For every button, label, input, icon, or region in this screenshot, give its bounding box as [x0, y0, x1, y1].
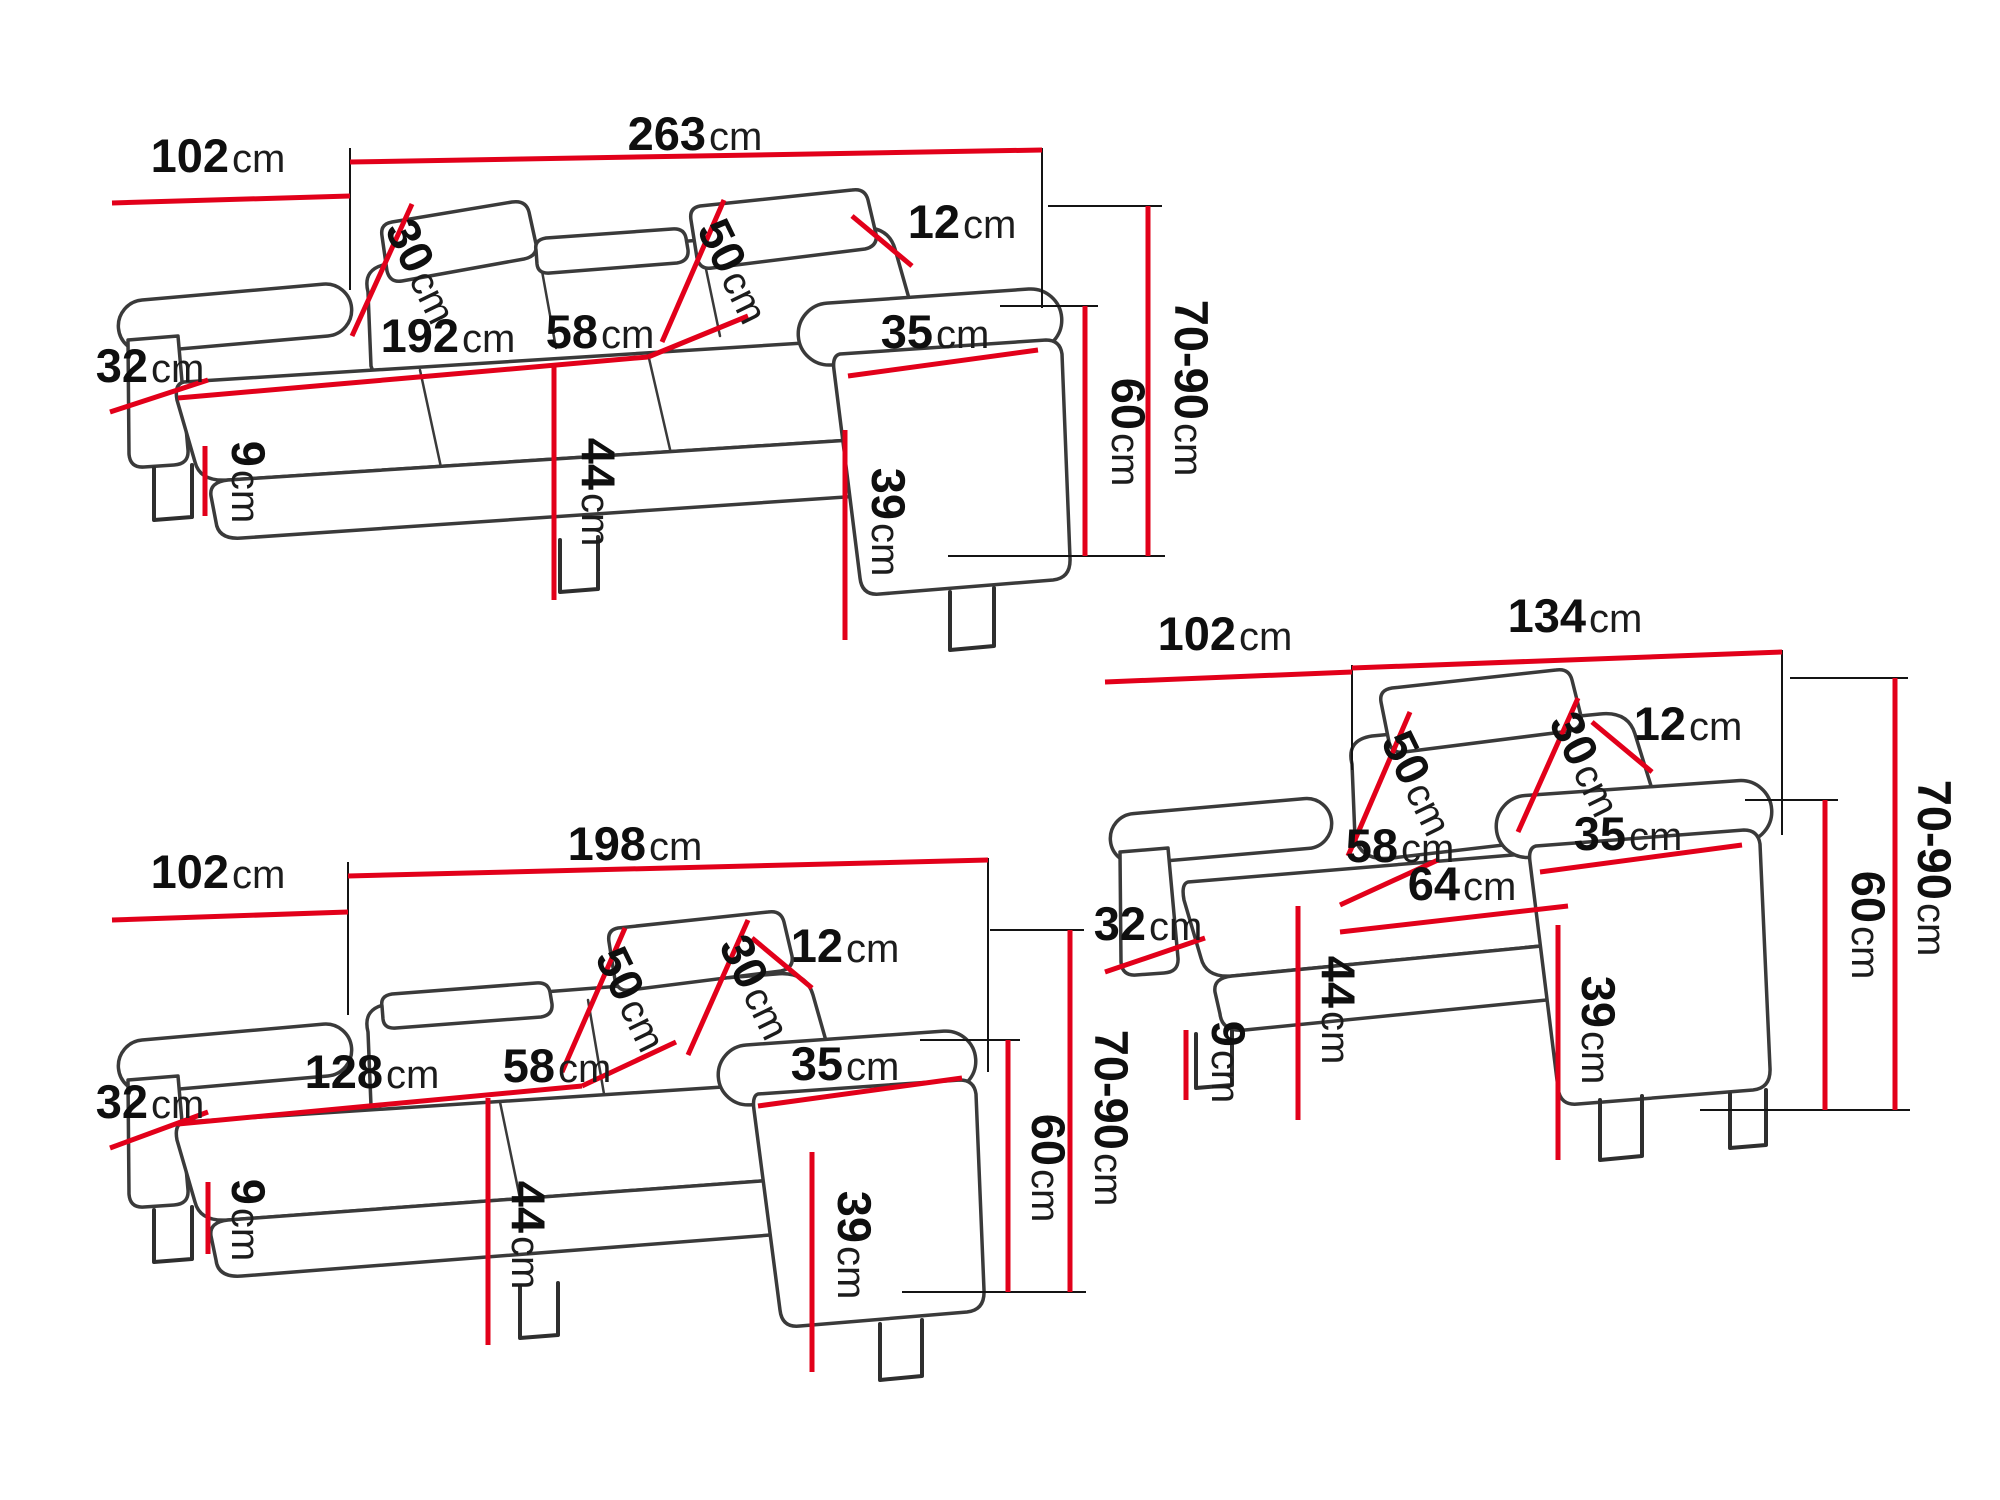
dim-line-sofa3-backrest-height — [659, 198, 727, 344]
dim-line-sofa3-armrest-width — [847, 347, 1039, 379]
sofa3-witness-lines — [349, 148, 1165, 557]
dim-label-armchair-seat-width: 64cm — [1408, 857, 1517, 910]
sofa3-dimension-lines — [109, 147, 1151, 640]
sofa2-headrest-right — [606, 909, 795, 993]
dim-line-armchair-armrest-depth — [1104, 935, 1206, 975]
dim-line-sofa2-headrest-thickness — [750, 936, 814, 990]
dim-label-sofa3-armrest-depth: 32cm — [96, 339, 205, 392]
dim-line-sofa2-width — [347, 857, 989, 879]
dim-label-sofa2-total-height: 70-90cm — [1085, 1030, 1138, 1207]
dim-line-sofa2-depth — [111, 909, 349, 923]
armchair-headrest — [1378, 667, 1584, 755]
dim-line-armchair-headrest-height — [1515, 696, 1581, 834]
dim-label-sofa2-seat-width: 128cm — [305, 1045, 440, 1098]
dim-label-armchair-leg-height: 9cm — [1202, 1021, 1255, 1103]
dim-label-sofa2-armrest-height: 39cm — [828, 1191, 881, 1300]
dim-line-sofa2-seat-depth — [580, 1039, 678, 1089]
dim-line-sofa3-headrest-height — [349, 202, 415, 338]
sofa3-leg-middle — [558, 535, 600, 594]
dim-label-sofa2-armrest-depth: 32cm — [96, 1075, 205, 1128]
dim-label-sofa3-armrest-width: 35cm — [881, 305, 990, 358]
dim-line-sofa3-width — [349, 147, 1043, 165]
sofa3-armrest-left-front — [126, 334, 190, 469]
dim-line-armchair-headrest-thickness — [1590, 720, 1654, 774]
sofa2-armrest-left-front — [126, 1074, 190, 1209]
dim-label-sofa2-leg-height: 9cm — [222, 1179, 275, 1261]
dim-label-sofa2-seat-depth: 58cm — [503, 1039, 612, 1092]
sofa3-leg-left — [152, 463, 194, 522]
sofa3-headrest-left — [379, 199, 538, 284]
dim-label-sofa2-width: 198cm — [568, 817, 703, 870]
armchair-drawing — [1108, 667, 1774, 1162]
dim-label-armchair-armrest-width: 35cm — [1574, 807, 1683, 860]
dim-label-sofa3-seat-depth: 58cm — [546, 305, 655, 358]
sofa3-headrest-middle-bar — [533, 227, 690, 275]
sofa2-dimension-lines — [109, 857, 1073, 1372]
dim-label-armchair-headrest-thickness: 12cm — [1634, 697, 1743, 750]
sofa3-seat-seam-left — [418, 368, 444, 474]
dim-label-armchair-armrest-height: 39cm — [1572, 976, 1625, 1085]
sofa3-drawing — [116, 187, 1072, 652]
dim-label-sofa3-seat-height: 44cm — [572, 438, 625, 547]
dim-line-sofa3-depth — [111, 193, 351, 206]
dim-label-sofa3-armrest-height: 39cm — [862, 468, 915, 577]
dim-label-sofa3-headrest-thickness: 12cm — [908, 195, 1017, 248]
dim-label-sofa2-arm-side-height: 60cm — [1022, 1114, 1075, 1223]
dim-line-armchair-depth — [1104, 669, 1353, 685]
dim-label-armchair-arm-side-height: 60cm — [1842, 871, 1895, 980]
dim-label-sofa3-total-height: 70-90cm — [1165, 300, 1218, 477]
dim-line-sofa2-armrest-width — [757, 1075, 963, 1109]
dim-label-sofa3-arm-side-height: 60cm — [1102, 378, 1155, 487]
dim-label-sofa2-seat-height: 44cm — [502, 1181, 555, 1290]
sofa2-seat-seam — [498, 1100, 524, 1210]
armchair-armrest-right-side — [1527, 828, 1772, 1106]
dim-label-armchair-seat-height: 44cm — [1312, 956, 1365, 1065]
dim-label-sofa3-width: 263cm — [628, 107, 763, 160]
dim-label-sofa2-headrest-thickness: 12cm — [791, 919, 900, 972]
dim-line-sofa3-seat-depth — [647, 313, 749, 360]
dim-label-armchair-total-height: 70-90cm — [1908, 780, 1961, 957]
dim-label-armchair-depth: 102cm — [1158, 607, 1293, 660]
dim-line-sofa3-headrest-thickness — [850, 214, 914, 268]
armchair-leg-front-left — [1194, 1029, 1234, 1090]
sofa3-leg-right — [948, 586, 996, 652]
dim-label-armchair-seat-depth: 58cm — [1346, 819, 1455, 872]
sofa2-leg-middle — [518, 1281, 560, 1340]
dim-line-armchair-width — [1351, 649, 1783, 671]
sofa3-back-seam-left — [538, 258, 558, 350]
sofa3-labels: 102cm 263cm 12cm 30cm 50cm 192cm 58cm 35… — [96, 107, 1218, 576]
dim-label-sofa3-depth: 102cm — [151, 129, 286, 182]
dim-line-armchair-seat-width — [1339, 903, 1569, 935]
dim-label-armchair-width: 134cm — [1508, 589, 1643, 642]
sofa3-armrest-right-side — [831, 338, 1072, 596]
dim-line-sofa3-armrest-depth — [109, 377, 209, 415]
armchair-leg-back-right — [1728, 1088, 1768, 1150]
dim-label-sofa2-depth: 102cm — [151, 845, 286, 898]
dim-line-sofa2-headrest-height — [685, 918, 751, 1057]
sofa3-seat-seam-right — [646, 352, 674, 460]
armchair-dimension-lines — [1104, 649, 1898, 1160]
dim-line-sofa3-seat-width — [177, 354, 649, 401]
sofa2-drawing — [116, 909, 986, 1382]
sofa2-leg-right — [878, 1318, 924, 1382]
dim-label-armchair-armrest-depth: 32cm — [1094, 897, 1203, 950]
dim-label-sofa3-seat-width: 192cm — [381, 309, 516, 362]
dim-label-sofa3-leg-height: 9cm — [222, 441, 275, 523]
armchair-witness-lines — [1351, 650, 1910, 1111]
dim-line-armchair-backrest-height — [1345, 711, 1413, 857]
dim-line-armchair-armrest-width — [1539, 842, 1743, 875]
sofa3-headrest-right — [688, 187, 879, 271]
dim-line-sofa2-backrest-height — [559, 926, 628, 1074]
sofa2-headrest-left-bar — [379, 981, 554, 1030]
dim-line-sofa2-seat-width — [177, 1083, 583, 1127]
armchair-leg-front-right — [1598, 1094, 1644, 1162]
dim-line-armchair-seat-depth — [1338, 857, 1440, 908]
dim-label-sofa2-armrest-width: 35cm — [791, 1037, 900, 1090]
sofa2-leg-left — [152, 1205, 194, 1264]
dim-line-sofa2-armrest-depth — [109, 1109, 209, 1151]
